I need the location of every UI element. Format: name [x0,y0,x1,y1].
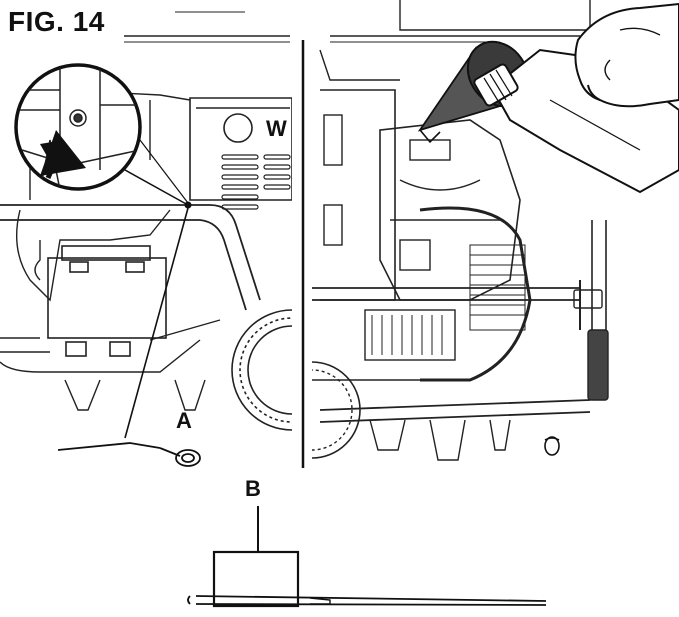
magnifier-circle [14,63,189,206]
header-rules [124,11,580,43]
arrow-up-icon [40,130,86,179]
callout-label-b: B [245,476,261,501]
callout-label-a: A [176,408,192,433]
dipstick-icon [57,442,201,467]
dipstick-detail-b [187,506,547,608]
hand-icon [574,2,679,108]
wheel-icon [231,309,292,431]
right-panel-generator [312,0,609,461]
oil-fill-cap-icon [544,436,560,456]
vent-slots [221,154,291,210]
brand-logo-icon [223,113,253,143]
leader-line-a [124,207,189,439]
figure-title: FIG. 14 [8,6,105,37]
battery-icon [47,245,167,357]
